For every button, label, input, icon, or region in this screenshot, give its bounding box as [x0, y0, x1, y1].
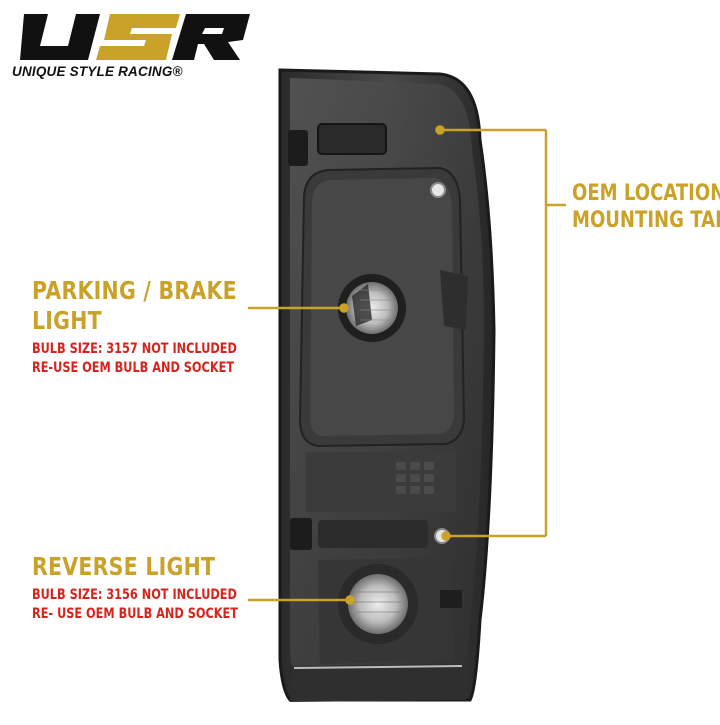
usr-logo-mark: [20, 14, 250, 60]
reverse-title: REVERSE LIGHT: [32, 552, 216, 581]
upper-mounting-tab: [430, 182, 446, 198]
parking-title-line1: PARKING / BRAKE: [32, 276, 237, 305]
mounting-tab-callout: OEM LOCATION MOUNTING TAB: [572, 180, 720, 234]
brand-tagline: UNIQUE STYLE RACING®: [12, 64, 183, 79]
reverse-note-line1: BULB SIZE: 3156 NOT INCLUDED: [32, 587, 237, 603]
mounting-title-line1: OEM LOCATION: [572, 181, 720, 206]
reverse-socket: [348, 574, 408, 634]
reverse-note-line2: RE- USE OEM BULB AND SOCKET: [32, 606, 238, 622]
parking-note-line2: RE-USE OEM BULB AND SOCKET: [32, 360, 235, 376]
parking-brake-callout: PARKING / BRAKE LIGHT BULB SIZE: 3157 NO…: [32, 276, 295, 378]
brand-logo: UNIQUE STYLE RACING®: [10, 10, 260, 80]
parking-title-line2: LIGHT: [32, 306, 102, 335]
parking-note-line1: BULB SIZE: 3157 NOT INCLUDED: [32, 341, 237, 357]
reverse-light-callout: REVERSE LIGHT BULB SIZE: 3156 NOT INCLUD…: [32, 552, 296, 624]
mounting-title-line2: MOUNTING TAB: [572, 208, 720, 233]
